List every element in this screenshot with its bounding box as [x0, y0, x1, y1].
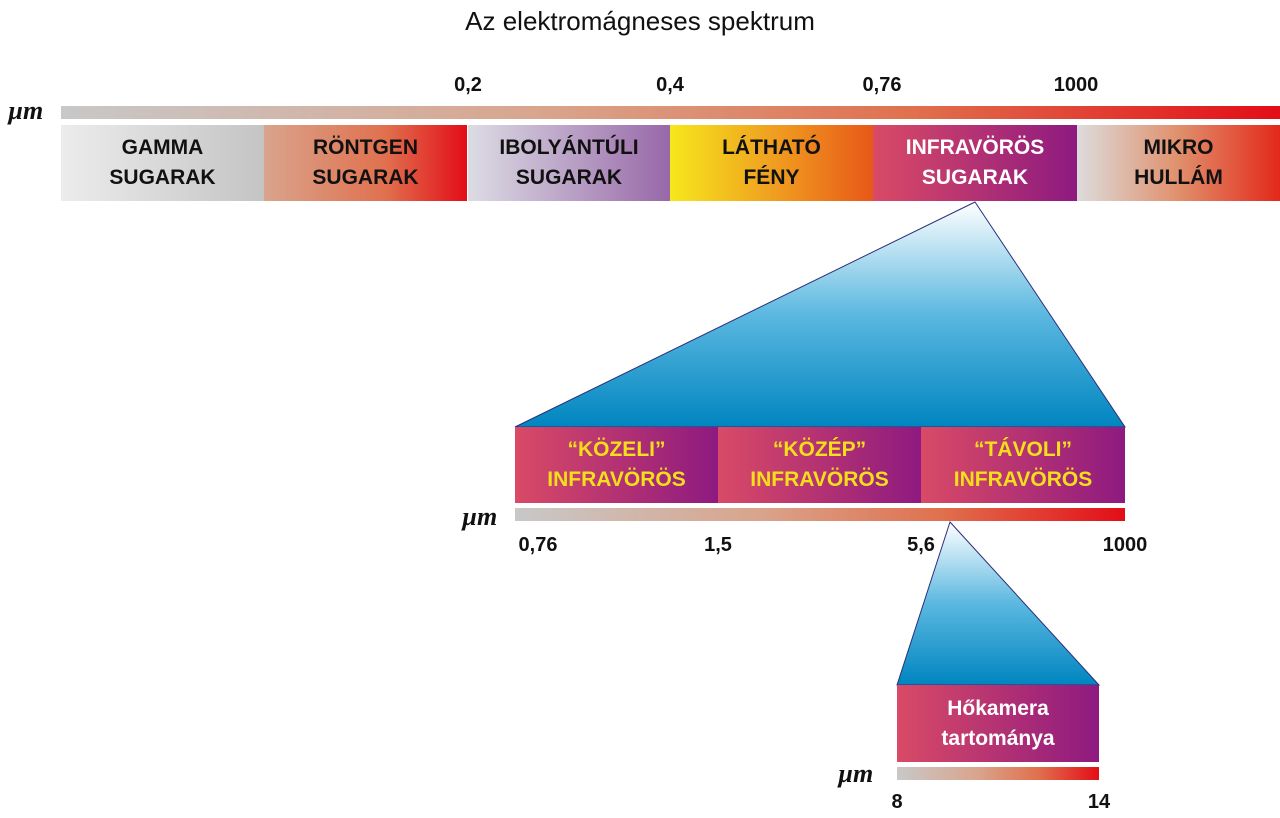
unit-label: µm — [462, 502, 498, 531]
tick-label: 0,76 — [862, 74, 902, 96]
tick-label: 1,5 — [704, 534, 732, 556]
tick-label: 1000 — [1053, 74, 1099, 96]
tick-label: 1000 — [1102, 534, 1148, 556]
segment-near-infrared: “KÖZELI”INFRAVÖRÖS — [515, 427, 718, 503]
unit-label: µm — [838, 759, 874, 788]
tick-label: 8 — [891, 791, 903, 813]
page-title: Az elektromágneses spektrum — [465, 6, 815, 36]
unit-label: µm — [8, 96, 44, 125]
tick-label: 14 — [1087, 791, 1111, 813]
segment-far-infrared: “TÁVOLI”INFRAVÖRÖS — [921, 427, 1125, 503]
tick-label: 0,2 — [454, 74, 482, 96]
infrared-wavelength-bar — [515, 508, 1125, 521]
wavelength-bar — [61, 106, 1280, 119]
segment-mid-infrared: “KÖZÉP”INFRAVÖRÖS — [718, 427, 921, 503]
thermal-wavelength-bar — [897, 767, 1099, 780]
infrared-zoom-triangle — [514, 201, 1126, 428]
tick-label: 0,76 — [518, 534, 558, 556]
tick-label: 0,4 — [656, 74, 684, 96]
tick-label: 5,6 — [907, 534, 935, 556]
